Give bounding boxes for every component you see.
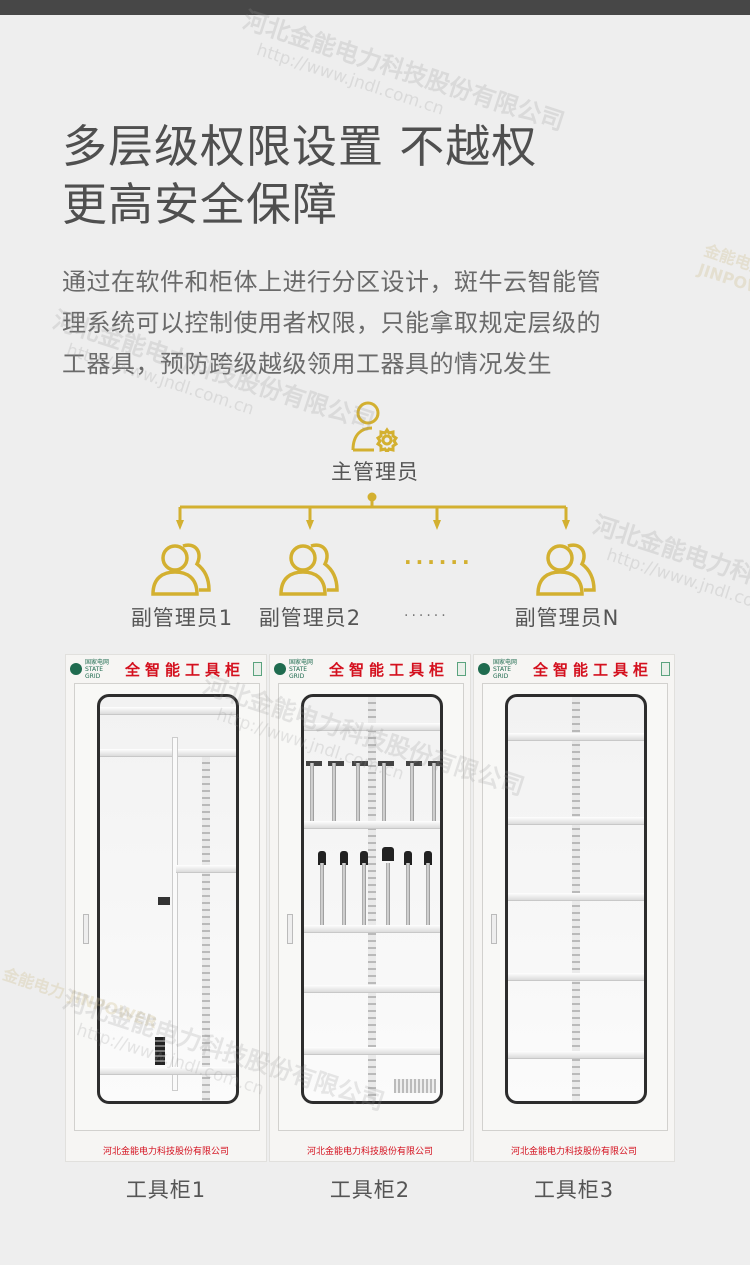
sub-admin-2: 副管理员2 (245, 540, 375, 632)
qr-code-icon (253, 662, 262, 676)
page-title: 多层级权限设置 不越权 更高安全保障 (62, 120, 538, 231)
cabinet-label: 工具柜3 (533, 1178, 615, 1202)
door-handle (491, 914, 497, 944)
sub-admin-n: 副管理员N (502, 540, 632, 632)
cabinet-door (74, 683, 260, 1131)
state-grid-logo-icon (274, 663, 286, 675)
ellipsis-label: ······ (404, 608, 449, 624)
logo-watermark: 金能电力 JINPOWER (695, 240, 750, 307)
cabinet-window (505, 694, 647, 1104)
qr-code-icon (457, 662, 466, 676)
permission-hierarchy: 主管理员 副管理员1 副管理员2 ······ ······ (0, 400, 750, 640)
hierarchy-connector (176, 492, 570, 530)
users-icon (536, 543, 596, 596)
cabinet-door (278, 683, 464, 1131)
cabinet-header: 国家电网 STATE GRID 全智能工具柜 (478, 659, 670, 680)
cabinet-2: 国家电网 STATE GRID 全智能工具柜 (269, 654, 471, 1162)
user-gear-icon (351, 401, 399, 452)
cabinet-label: 工具柜1 (125, 1178, 207, 1202)
description: 通过在软件和柜体上进行分区设计，斑牛云智能管 理系统可以控制使用者权限，只能拿取… (62, 268, 601, 378)
cabinet-1: 国家电网 STATE GRID 全智能工具柜 河北金能电力科技股份有限公司 (65, 654, 267, 1162)
ellipsis-icon: ······ (404, 550, 474, 574)
door-handle (83, 914, 89, 944)
sub-admin-1: 副管理员1 (117, 540, 247, 632)
state-grid-logo-icon (478, 663, 490, 675)
cabinet-label: 工具柜2 (329, 1178, 411, 1202)
cabinet-door (482, 683, 668, 1131)
cabinet-header: 国家电网 STATE GRID 全智能工具柜 (70, 659, 262, 680)
cabinet-3: 国家电网 STATE GRID 全智能工具柜 河北金能电力科技股份有限公司 (473, 654, 675, 1162)
cabinet-gallery: 国家电网 STATE GRID 全智能工具柜 河北金能电力科技股份有限公司 国家… (65, 654, 685, 1202)
users-icon (151, 543, 211, 596)
top-bar (0, 0, 750, 15)
main-admin: 主管理员 (320, 400, 430, 486)
qr-code-icon (661, 662, 670, 676)
cabinet-window (301, 694, 443, 1104)
cabinet-window (97, 694, 239, 1104)
state-grid-logo-icon (70, 663, 82, 675)
users-icon (279, 543, 339, 596)
cabinet-header: 国家电网 STATE GRID 全智能工具柜 (274, 659, 466, 680)
door-handle (287, 914, 293, 944)
